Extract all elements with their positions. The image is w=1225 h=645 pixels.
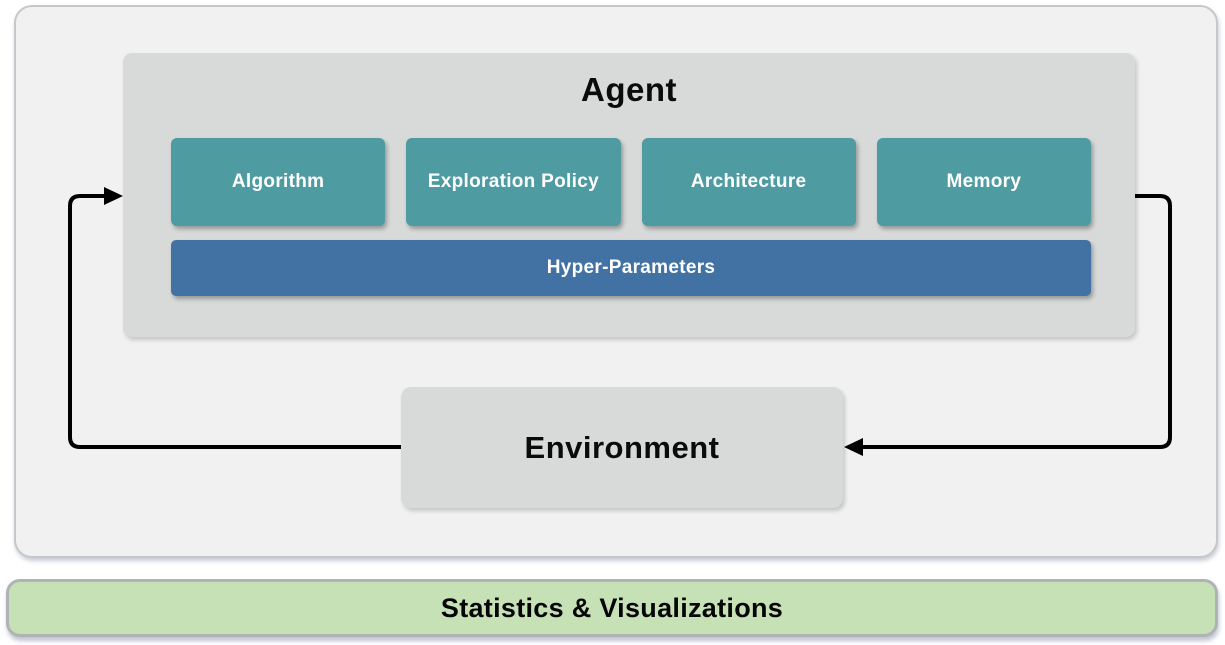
component-box-algorithm: Algorithm xyxy=(171,138,386,226)
statistics-visualizations-label: Statistics & Visualizations xyxy=(440,592,784,623)
agent-panel: Agent Algorithm Exploration Policy Archi… xyxy=(123,53,1135,337)
environment-title: Environment xyxy=(524,429,720,465)
agent-title: Agent xyxy=(581,71,677,108)
component-box-memory: Memory xyxy=(876,138,1091,226)
hyper-parameters-bar: Hyper-Parameters xyxy=(171,240,1091,296)
agent-component-row: Algorithm Exploration Policy Architectur… xyxy=(171,138,1091,226)
environment-box: Environment xyxy=(401,387,843,508)
component-box-exploration-policy: Exploration Policy xyxy=(406,138,621,226)
statistics-visualizations-bar: Statistics & Visualizations xyxy=(6,579,1218,637)
component-box-architecture: Architecture xyxy=(641,138,856,226)
